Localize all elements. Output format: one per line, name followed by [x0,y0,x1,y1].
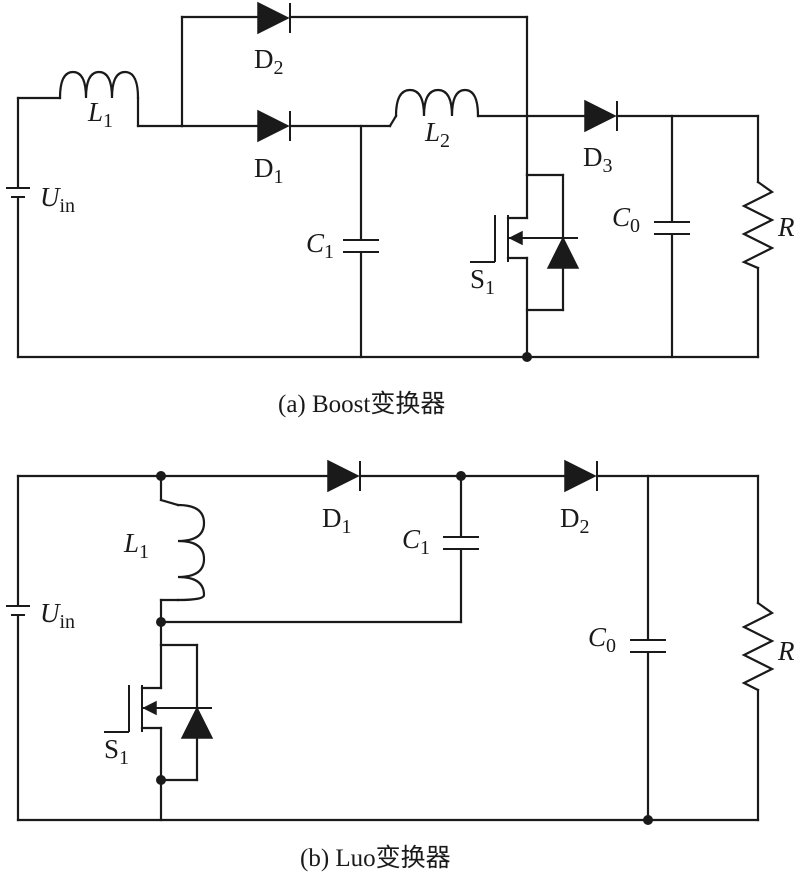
luo-label-l1: L1 [123,528,149,563]
luo-caption: (b) Luo变换器 [300,844,451,872]
boost-label-uin: Uin [40,182,75,217]
boost-label-d3: D3 [583,142,613,177]
luo-label-c1: C1 [402,524,430,559]
boost-label-r: R [777,212,795,242]
luo-converter-circuit: L1 D1 D2 C1 C0 S1 Uin R (b) Luo变换器 [6,459,795,872]
boost-switch-s1 [470,114,580,359]
boost-diode-d2 [180,1,529,128]
boost-inductor-l1 [16,70,184,128]
luo-label-s1: S1 [104,734,129,769]
boost-converter-circuit: L1 D2 D1 L2 D3 C1 C0 S1 Uin R (a) Boost变… [6,1,795,418]
luo-junction-dot [643,815,653,825]
luo-switch-s1 [104,643,214,822]
boost-source-uin [6,96,30,359]
boost-resistor-r [741,114,775,359]
boost-caption: (a) Boost变换器 [278,390,445,418]
luo-label-uin: Uin [40,598,75,633]
boost-junction-dot [522,352,532,362]
boost-label-d2: D2 [254,44,284,79]
luo-resistor-r [741,474,775,822]
boost-capacitor-c1 [343,124,379,359]
luo-diode-d1 [327,459,567,493]
luo-label-d2: D2 [560,503,590,538]
luo-capacitor-c0 [630,474,666,822]
boost-label-d1: D1 [254,153,284,188]
boost-capacitor-c0 [654,114,690,359]
boost-label-l1: L1 [87,97,113,132]
luo-source-uin [6,474,30,822]
luo-label-c0: C0 [588,622,616,657]
luo-diode-d2 [564,459,760,493]
boost-diode-d3 [584,99,760,133]
boost-label-l2: L2 [424,117,450,152]
luo-junction-dot [156,775,166,785]
boost-diode-d1 [180,109,392,143]
boost-label-c0: C0 [612,202,640,237]
boost-label-s1: S1 [470,264,495,299]
luo-label-d1: D1 [322,503,352,538]
luo-inductor-l1 [159,474,206,647]
boost-label-c1: C1 [306,228,334,263]
luo-capacitor-c1 [159,474,479,624]
luo-label-r: R [777,636,795,666]
boost-inductor-l2 [388,88,587,128]
